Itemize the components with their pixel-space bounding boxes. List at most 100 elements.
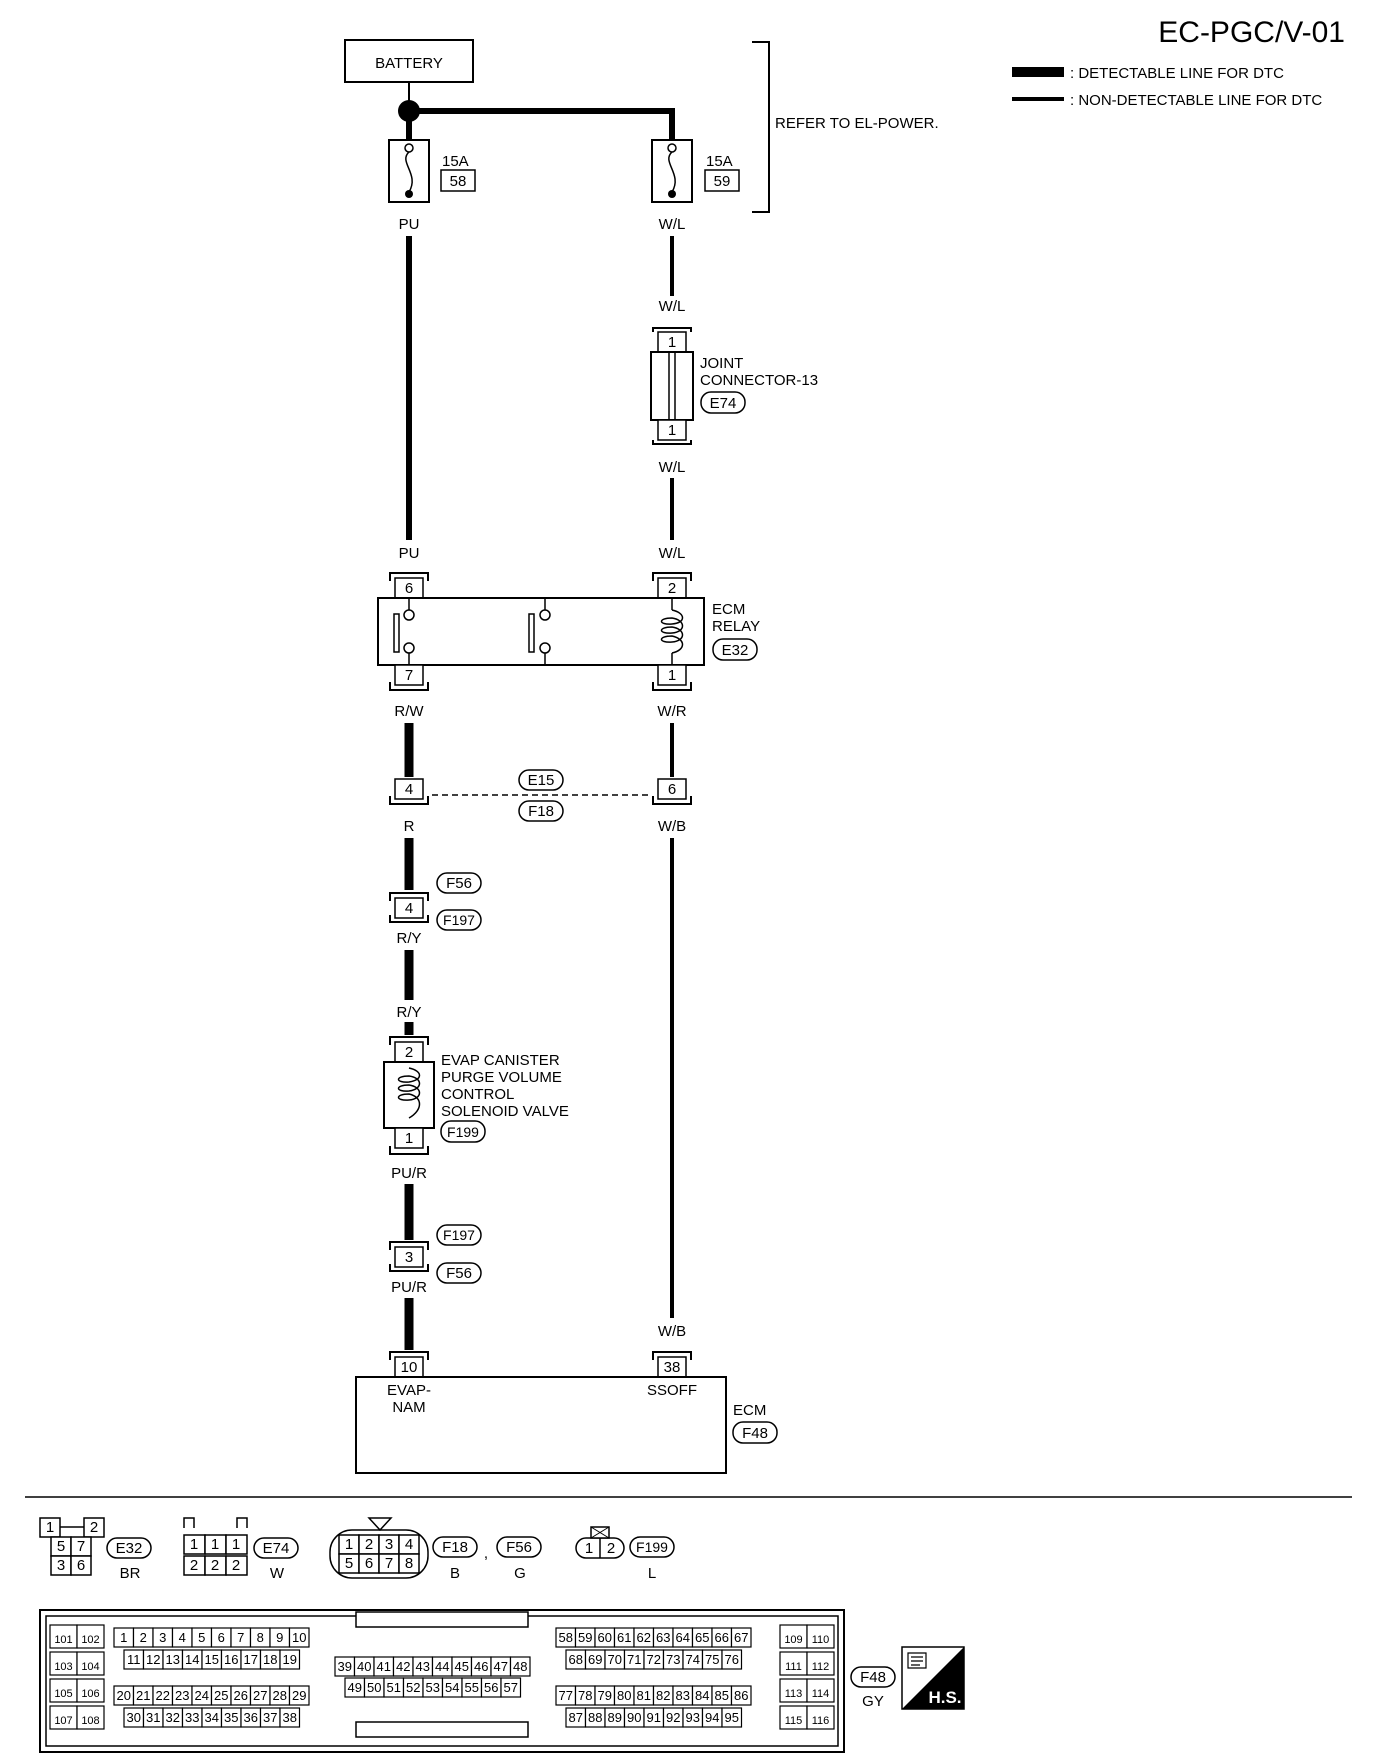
fuse-58: 15A 58 PU xyxy=(388,139,476,233)
fuse-59-wire-color: W/L xyxy=(659,216,686,233)
e32-cell xyxy=(83,1517,105,1538)
f48-pin-label: 101 xyxy=(54,1634,72,1646)
e74-pin-t1: 1 xyxy=(190,1536,198,1553)
e15f18-left-pin: 4 xyxy=(405,781,413,798)
f18-pin-3: 3 xyxy=(385,1536,393,1553)
fuse-58-wire-color: PU xyxy=(399,216,420,233)
f48-pin-label: 62 xyxy=(637,1630,651,1645)
f48-pin-cell xyxy=(288,1685,310,1706)
f197b-pin-box xyxy=(394,1246,424,1268)
relay-pin7-box xyxy=(394,664,424,686)
f48-key-top xyxy=(355,1611,529,1628)
f48-pin-label: 102 xyxy=(81,1634,99,1646)
f48-pin-label: 112 xyxy=(812,1661,830,1673)
page-code: EC-PGC/V-01 xyxy=(1158,16,1345,49)
f48-pin-label: 49 xyxy=(348,1680,362,1695)
f56a-id: F56 xyxy=(446,875,472,892)
f48-pin-label: 73 xyxy=(666,1652,680,1667)
f48-pin-label: 81 xyxy=(637,1688,651,1703)
f48-pin-label: 6 xyxy=(218,1630,225,1645)
f48-pin-label: 69 xyxy=(588,1652,602,1667)
f48-pin-cell xyxy=(509,1656,531,1677)
f48-pin-label: 13 xyxy=(166,1652,180,1667)
f48-pin-label: 61 xyxy=(617,1630,631,1645)
joint-top-socket xyxy=(652,327,692,332)
joint-name-line1: JOINT xyxy=(700,355,743,372)
joint-top-pin: 1 xyxy=(668,334,676,351)
fuse-58-amp: 15A xyxy=(442,153,469,170)
f48-pin-label: 79 xyxy=(598,1688,612,1703)
f18-pin-8: 8 xyxy=(405,1555,413,1572)
f48-pin-label: 84 xyxy=(695,1688,709,1703)
f56a-pin: 4 xyxy=(405,900,413,917)
f48-pin-label: 104 xyxy=(81,1661,99,1673)
f48-pin-cell xyxy=(76,1651,105,1676)
ecm-pin10-socket xyxy=(389,1351,429,1360)
e32-pin-1: 1 xyxy=(46,1519,54,1536)
f48-pin-label: 40 xyxy=(357,1659,371,1674)
f48-pin-label: 108 xyxy=(81,1715,99,1727)
e74-view-id: E74 xyxy=(263,1540,290,1557)
e32-view-id-box xyxy=(106,1537,152,1559)
f48-pin-label: 93 xyxy=(686,1710,700,1725)
fuse-59-element xyxy=(668,151,676,193)
f48-pin-label: 23 xyxy=(175,1688,189,1703)
f48-pin-label: 30 xyxy=(127,1710,141,1725)
f48-pin-label: 90 xyxy=(627,1710,641,1725)
relay-mid-contact-top xyxy=(539,609,551,621)
f48-pin-label: 87 xyxy=(569,1710,583,1725)
f56a-socket-top xyxy=(389,892,429,901)
f48-pin-label: 35 xyxy=(224,1710,238,1725)
connector-view-e32: 1 2 5 7 3 6 E32 BR xyxy=(39,1517,152,1582)
relay-pin6: 6 xyxy=(405,580,413,597)
relay-mid-contact-bottom xyxy=(539,642,551,654)
f48-pin-label: 89 xyxy=(608,1710,622,1725)
f48-pin-cell xyxy=(279,1707,301,1728)
relay-connector-id: E32 xyxy=(722,642,749,659)
f56-view-color: G xyxy=(514,1565,526,1582)
evap-name-line3: CONTROL xyxy=(441,1086,514,1103)
wire-battery-to-fuse59 xyxy=(409,108,675,143)
f18-pin-5: 5 xyxy=(345,1555,353,1572)
joint-bottom-pin-box xyxy=(657,419,687,441)
f48-pin-label: 86 xyxy=(734,1688,748,1703)
f48-pin-label: 58 xyxy=(559,1630,573,1645)
relay-name-line1: ECM xyxy=(712,601,745,618)
f48-pin-label: 38 xyxy=(283,1710,297,1725)
f48-pin-label: 32 xyxy=(166,1710,180,1725)
legend-non-detectable-label: : NON-DETECTABLE LINE FOR DTC xyxy=(1070,92,1322,109)
f48-pin-label: 2 xyxy=(140,1630,147,1645)
f48-pin-label: 16 xyxy=(224,1652,238,1667)
f48-pin-label: 106 xyxy=(81,1688,99,1700)
f48-pin-label: 92 xyxy=(666,1710,680,1725)
refer-bracket xyxy=(752,41,770,213)
f48-pin-cell xyxy=(721,1707,743,1728)
e74-pin-t2: 1 xyxy=(211,1536,219,1553)
relay-body xyxy=(377,597,705,666)
fuse-59-bottom-terminal xyxy=(668,190,676,198)
f18-pin-4: 4 xyxy=(405,1536,413,1553)
evap-connector-id: F199 xyxy=(447,1124,479,1140)
e74-view-id-box xyxy=(253,1537,299,1559)
f48-pin-label: 52 xyxy=(406,1680,420,1695)
f48-pin-label: 21 xyxy=(136,1688,150,1703)
f48-pin-label: 31 xyxy=(146,1710,160,1725)
relay-pin7: 7 xyxy=(405,667,413,684)
f56a-socket-bottom xyxy=(389,915,429,923)
f48-pin-label: 51 xyxy=(387,1680,401,1695)
e74-pin-b1: 2 xyxy=(190,1557,198,1574)
relay-left-contact-bottom xyxy=(403,642,415,654)
f197b-id: F197 xyxy=(443,1227,475,1243)
f56a-id-box xyxy=(436,872,482,894)
f48-pin-label: 56 xyxy=(484,1680,498,1695)
f48-pin-label: 82 xyxy=(656,1688,670,1703)
evap-name-line2: PURGE VOLUME xyxy=(441,1069,562,1086)
evap-connector-id-box xyxy=(440,1120,486,1143)
f197b-pin: 3 xyxy=(405,1249,413,1266)
f48-pin-label: 27 xyxy=(253,1688,267,1703)
connector-view-f18-f56: 1 2 3 4 5 6 7 8 F18 , F56 B G xyxy=(329,1517,542,1582)
f48-pin-label: 43 xyxy=(416,1659,430,1674)
f48-view-id: F48 xyxy=(860,1669,886,1686)
